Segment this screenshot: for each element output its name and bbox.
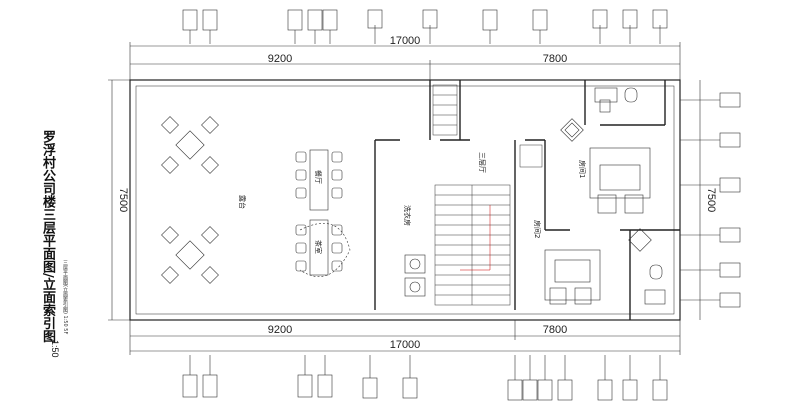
top-dimension [129, 42, 681, 80]
drawing-scale: 1:50 [50, 340, 60, 358]
bottom-dimension [129, 320, 681, 355]
top-left-dim: 9200 [268, 53, 292, 65]
top-storage [432, 84, 543, 168]
bottom-left-dim: 9200 [268, 324, 292, 336]
inner-walls [374, 80, 680, 320]
dining-table [295, 149, 351, 277]
room2-furniture [544, 228, 652, 305]
right-height-dim: 7500 [705, 188, 717, 212]
hall-label: 三层厅 [478, 152, 486, 173]
bathroom-fixtures [594, 87, 666, 305]
top-callouts [182, 9, 668, 44]
terrace-label: 露台 [238, 195, 247, 209]
room2-label: 房间2 [533, 220, 542, 238]
dining-label: 餐厅 [314, 170, 323, 184]
drawing-subtitle: 三层平面图(立面索引图) 1:50 5F [62, 260, 68, 335]
side-dimensions [108, 79, 701, 321]
stair [434, 184, 511, 306]
bottom-right-dim: 7800 [543, 324, 567, 336]
room1-furniture [560, 118, 651, 214]
room1-label: 房间1 [578, 160, 587, 178]
top-total-dim: 17000 [390, 35, 421, 47]
drawing-title: 罗浮村公司楼三层平面图/立面索引图 [40, 130, 55, 343]
left-height-dim: 7500 [117, 188, 129, 212]
bottom-callouts [182, 355, 668, 401]
tea-label: 茶室 [314, 240, 323, 254]
laundry-fixtures [404, 254, 426, 297]
building-outline [129, 79, 681, 321]
right-callouts [680, 92, 741, 308]
terrace-area [161, 116, 219, 284]
bottom-total-dim: 17000 [390, 339, 421, 351]
top-right-dim: 7800 [543, 53, 567, 65]
laundry-label: 洗衣房 [403, 205, 412, 226]
